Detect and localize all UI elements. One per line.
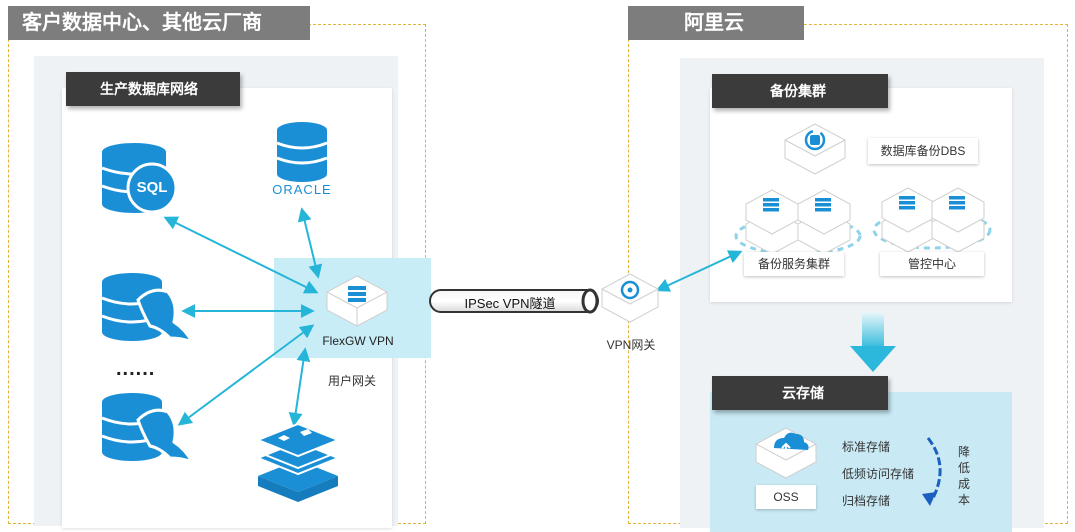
aliyun-zone-title: 阿里云 [628, 6, 804, 40]
cost-reduction-label: 降 低 成 本 [956, 444, 972, 508]
ipsec-tunnel-icon [429, 288, 599, 314]
cost-char-1: 降 [957, 445, 970, 459]
ellipsis-label: ...... [116, 358, 156, 380]
storage-tier-infrequent: 低频访问存储 [842, 467, 915, 481]
backup-service-cluster-label: 备份服务集群 [744, 252, 844, 276]
storage-tier-standard: 标准存储 [842, 440, 891, 454]
mysql-database-icon [101, 273, 196, 345]
ipsec-tunnel-label: IPSec VPN隧道 [464, 296, 556, 311]
sql-database-icon [101, 143, 178, 214]
sql-label: SQL [136, 179, 168, 196]
customer-dc-zone-title: 客户数据中心、其他云厂商 [8, 6, 310, 40]
oss-cube-icon [755, 427, 817, 479]
flexgw-label: FlexGW VPN [322, 334, 394, 348]
control-center-label: 管控中心 [880, 252, 984, 276]
oracle-database-icon [276, 122, 328, 182]
backup-cluster-title: 备份集群 [712, 74, 888, 108]
user-gateway-caption: 用户网关 [327, 374, 376, 388]
vpn-gateway-cube-icon [601, 273, 659, 323]
cost-char-3: 成 [957, 477, 970, 491]
vpn-gateway-label: VPN网关 [606, 338, 656, 352]
dbs-cube-icon [784, 123, 846, 175]
oss-label: OSS [756, 485, 816, 509]
diagram-graphics [101, 122, 992, 506]
connection-arrows [163, 207, 743, 427]
cloud-storage-title: 云存储 [712, 376, 888, 410]
cost-reduction-arrow [922, 437, 942, 506]
cost-char-2: 低 [957, 461, 970, 475]
backup-service-cluster-icon [734, 189, 862, 256]
redis-icon [255, 422, 341, 502]
storage-tier-archive: 归档存储 [842, 494, 891, 508]
down-flow-arrow [850, 312, 896, 372]
mysql-database-icon-2 [101, 393, 196, 465]
oracle-label: ORACLE [272, 182, 332, 197]
production-network-title: 生产数据库网络 [66, 72, 240, 106]
dbs-label: 数据库备份DBS [868, 138, 978, 164]
cost-char-4: 本 [957, 493, 970, 507]
control-center-icon [872, 187, 992, 253]
flexgw-cube-icon [326, 275, 388, 327]
